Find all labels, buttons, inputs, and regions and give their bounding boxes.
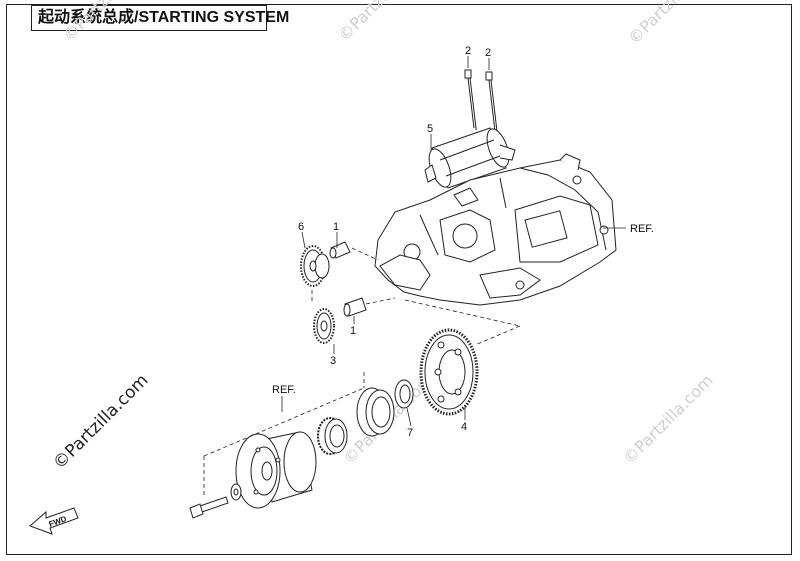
part-labels: 2 2 5 1 6 1 3 4 7	[298, 45, 491, 439]
flywheel	[235, 431, 317, 509]
label-bolt: 2	[465, 45, 471, 57]
label-shaft: 1	[333, 221, 339, 233]
shaft-lower	[343, 297, 367, 317]
diagram-frame	[6, 4, 792, 555]
ref-crankcase: REF.	[630, 223, 654, 235]
oil-seal	[356, 387, 395, 437]
label-idle-gear: 3	[330, 355, 336, 367]
washer	[394, 379, 414, 409]
diagram-title: 起动系统总成/STARTING SYSTEM	[31, 5, 289, 31]
leader-lines	[281, 56, 626, 427]
idle-gear-lower	[313, 308, 335, 344]
flywheel-bolt	[189, 483, 242, 519]
label-starter-gear: 4	[461, 421, 467, 433]
shaft-upper	[329, 241, 351, 259]
watermark-text: ©Partzilla.com	[619, 371, 716, 468]
idle-gear-upper	[300, 245, 330, 287]
watermark-text: ©Partzilla.com	[624, 0, 721, 48]
watermark-text: ©Partzilla.com	[49, 370, 152, 473]
watermark-text: ©Partzilla.com	[59, 0, 156, 45]
label-starter-motor: 5	[427, 123, 433, 135]
reference-labels: REF. REF.	[272, 223, 654, 396]
starter-driven-gear	[419, 328, 479, 416]
label-shaft: 1	[350, 325, 356, 337]
assembly-dash-lines	[203, 247, 521, 496]
fwd-arrow-icon: FWD	[29, 507, 79, 535]
watermark-text: ©Partzilla.com	[334, 0, 431, 45]
ref-flywheel: REF.	[272, 384, 296, 396]
starter-motor	[424, 127, 516, 189]
one-way-clutch	[317, 417, 348, 455]
label-washer: 7	[407, 427, 413, 439]
label-bolt: 2	[485, 47, 491, 59]
label-idle-gear: 6	[298, 221, 304, 233]
crankcase-housing	[374, 153, 617, 306]
